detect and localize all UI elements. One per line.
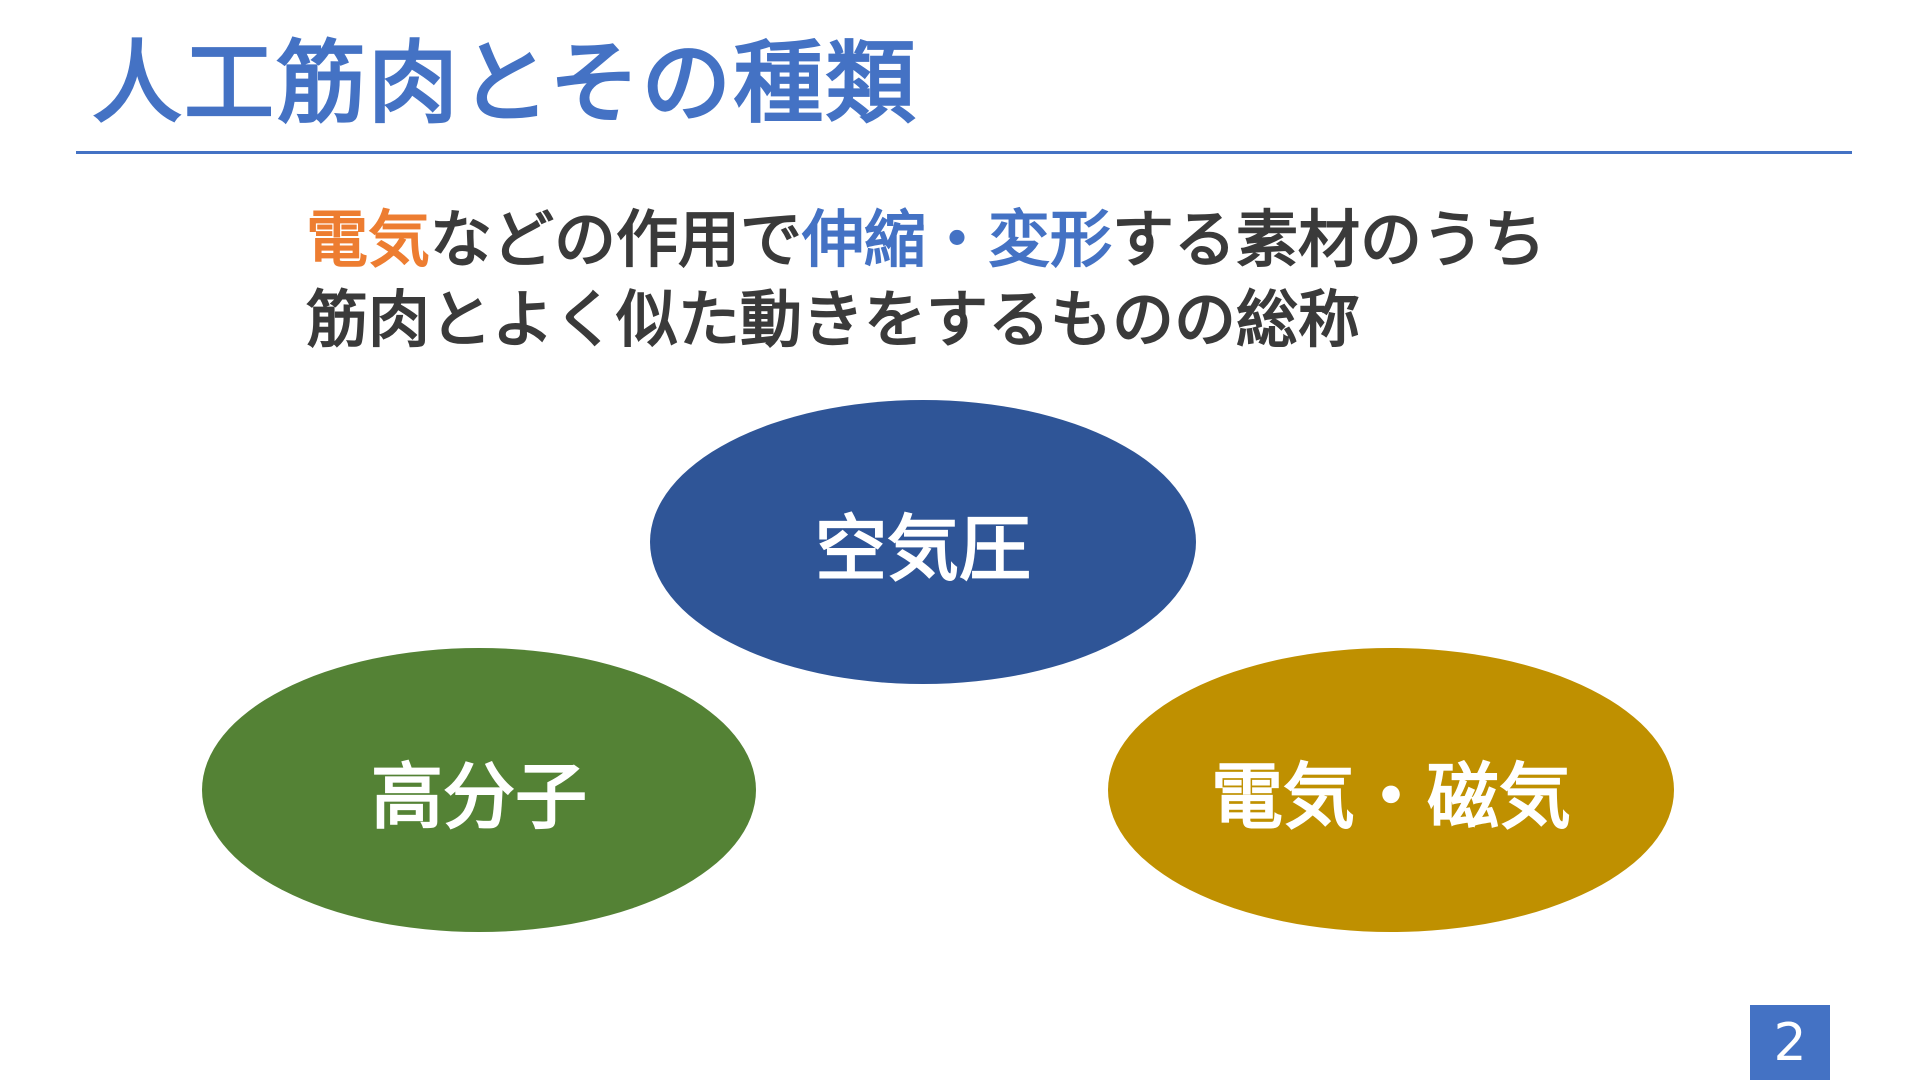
type-polymer-ellipse: 高分子 xyxy=(202,648,756,932)
type-electromagnetic-ellipse: 電気・磁気 xyxy=(1108,648,1674,932)
definition-segment: する素材のうち xyxy=(1112,203,1547,276)
slide-title: 人工筋肉とその種類 xyxy=(92,31,918,136)
definition-segment: などの作用で xyxy=(430,203,803,276)
definition-line-1: 電気などの作用で伸縮・変形する素材のうち xyxy=(306,200,1546,280)
type-pneumatic-ellipse: 空気圧 xyxy=(650,400,1196,684)
definition-line-2: 筋肉とよく似た動きをするものの総称 xyxy=(306,283,1361,356)
definition-text: 電気などの作用で伸縮・変形する素材のうち 筋肉とよく似た動きをするものの総称 xyxy=(306,200,1546,360)
type-label: 高分子 xyxy=(370,754,587,839)
highlight-deform: 伸縮・変形 xyxy=(802,203,1113,276)
type-label: 空気圧 xyxy=(814,506,1031,591)
title-divider xyxy=(76,151,1852,154)
page-number: 2 xyxy=(1750,1005,1830,1080)
type-label: 電気・磁気 xyxy=(1210,754,1571,839)
highlight-electric: 電気 xyxy=(306,203,431,276)
